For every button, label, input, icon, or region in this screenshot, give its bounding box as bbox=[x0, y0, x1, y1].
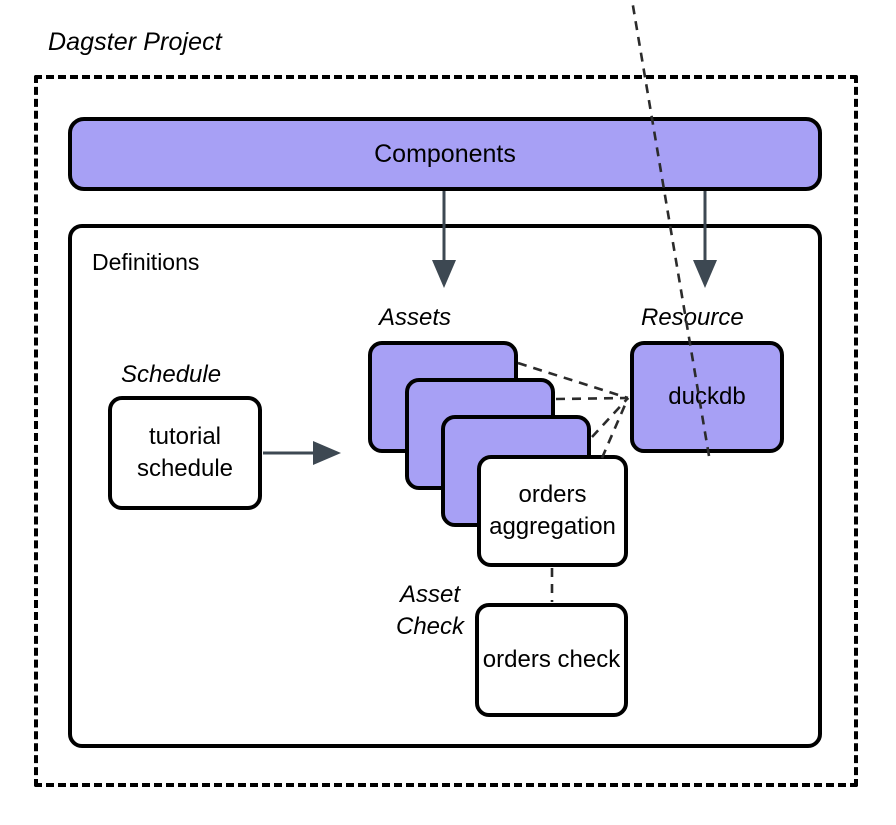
components-label: Components bbox=[374, 139, 516, 168]
project-boundary bbox=[34, 75, 858, 787]
orders-aggregation-label: orders aggregation bbox=[489, 481, 616, 540]
orders-aggregation-node[interactable]: orders aggregation bbox=[477, 455, 628, 567]
components-node[interactable]: Components bbox=[68, 117, 822, 191]
duckdb-resource-node[interactable]: duckdb bbox=[630, 341, 784, 453]
definitions-label: Definitions bbox=[92, 249, 200, 275]
project-title: Dagster Project bbox=[48, 28, 222, 56]
duckdb-label: duckdb bbox=[668, 383, 746, 411]
asset-check-group-label: Asset Check bbox=[395, 581, 465, 640]
assets-group-label: Assets bbox=[379, 304, 452, 331]
resource-group-label: Resource bbox=[641, 304, 744, 331]
schedule-group-label: Schedule bbox=[121, 361, 222, 388]
tutorial-schedule-node[interactable]: tutorial schedule bbox=[108, 396, 262, 510]
tutorial-schedule-label: tutorial schedule bbox=[136, 423, 234, 482]
orders-check-label: orders check bbox=[482, 646, 621, 674]
orders-check-node[interactable]: orders check bbox=[475, 603, 628, 717]
